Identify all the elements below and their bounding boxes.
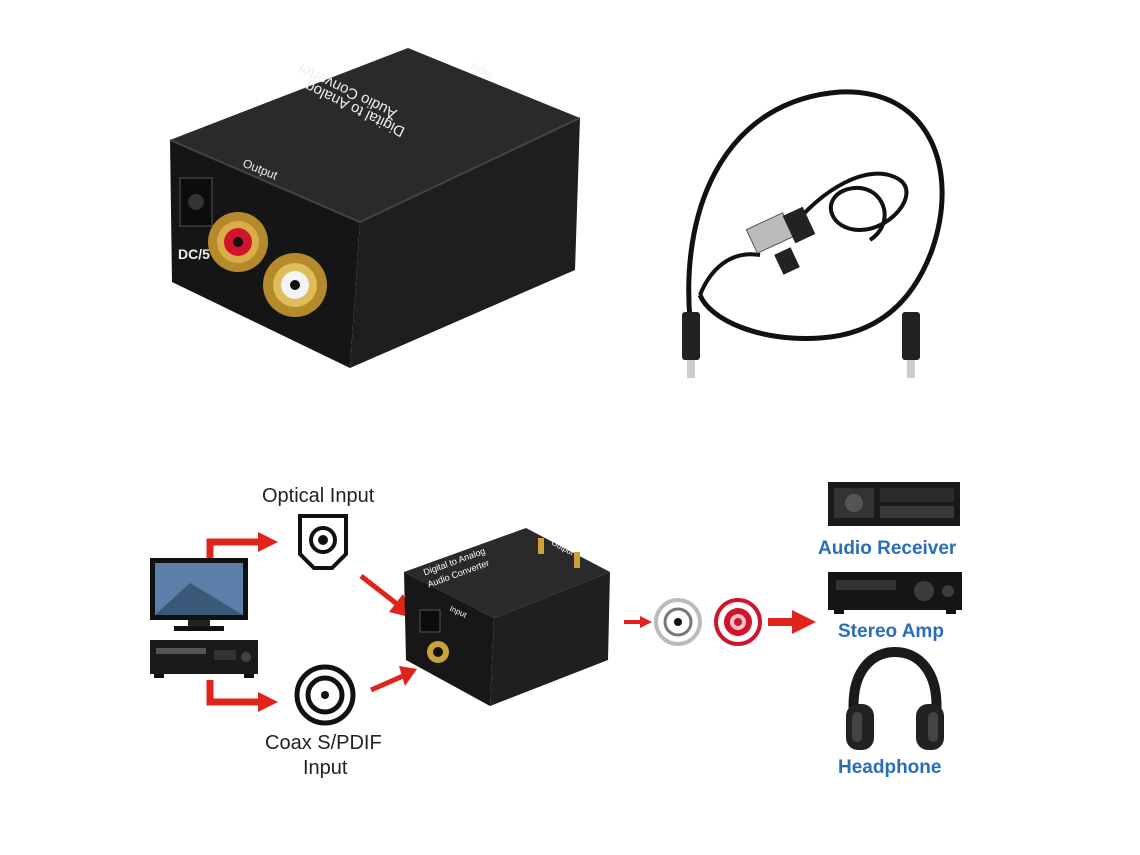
dvd-player-icon: [150, 640, 260, 678]
source-arrows: [206, 532, 278, 712]
optical-port-icon: [292, 514, 354, 570]
converter-diagram-icon: Digital to Analog Audio Converter Input …: [398, 510, 616, 710]
coax-input-label-line1: Coax S/PDIF: [265, 732, 382, 754]
cable-photo: [670, 80, 970, 390]
converter-device-icon: [169, 48, 581, 368]
stereo-amp-icon: [828, 572, 964, 616]
audio-receiver-icon: [828, 482, 962, 530]
headphone-icon: [840, 646, 950, 756]
audio-receiver-label: Audio Receiver: [818, 538, 957, 559]
coax-port-icon: [294, 664, 356, 726]
optical-input-label: Optical Input: [262, 485, 375, 507]
coax-input-label-line2: Input: [303, 757, 348, 779]
device-dc-label: DC/5: [178, 246, 210, 262]
stereo-amp-label: Stereo Amp: [838, 621, 944, 642]
headphone-label: Headphone: [838, 757, 942, 778]
cable-icon: [682, 89, 945, 378]
output-rca-and-arrows: [624, 598, 816, 646]
converter-photo: Digital to Analog Audio Converter Input …: [160, 30, 590, 375]
tv-icon: [150, 558, 250, 633]
